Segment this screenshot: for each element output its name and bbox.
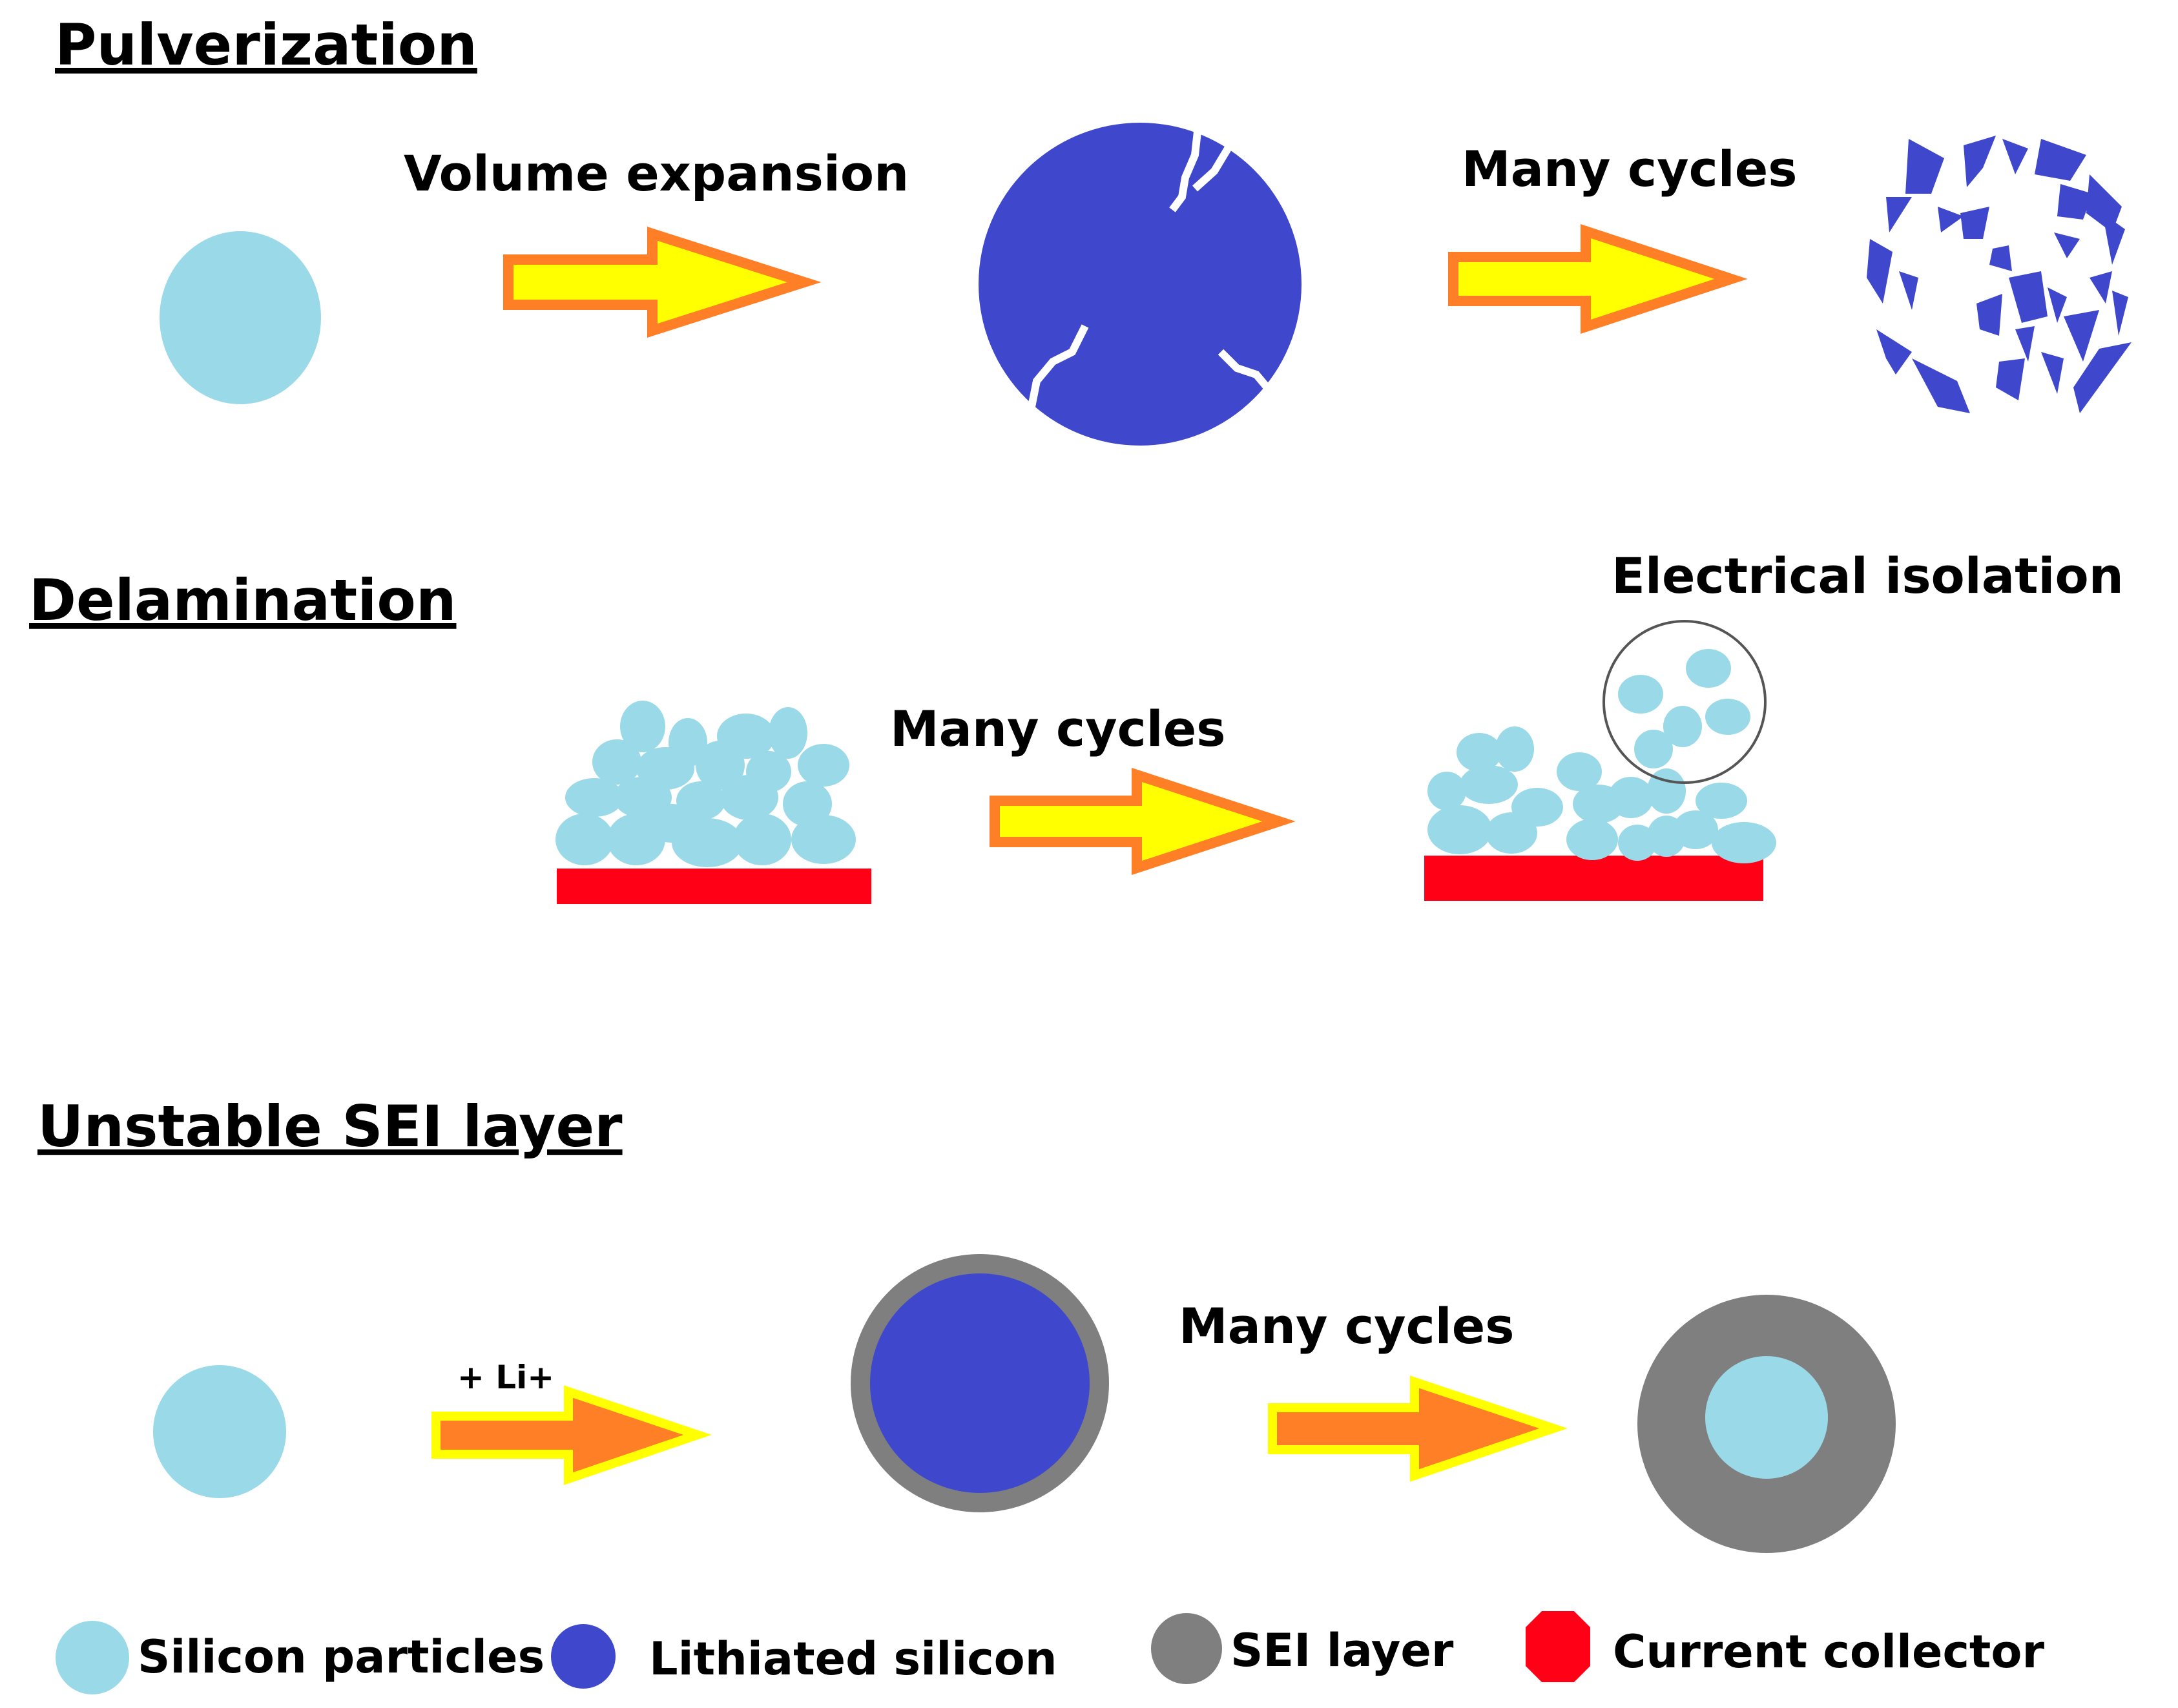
current-collector-icon (1526, 1611, 1590, 1682)
legend-label-collector: Current collector (1613, 1625, 2044, 1678)
many-cycles-arrow-2 (990, 767, 1296, 876)
pulverized-fragments (1867, 136, 2131, 413)
legend-label-sei: SEI layer (1230, 1624, 1454, 1677)
silicon-particle (160, 231, 321, 404)
volume-expansion-arrow (503, 227, 822, 338)
legend-item-silicon: Silicon particles (56, 1621, 544, 1694)
lithiated-particle-with-sei (851, 1254, 1109, 1512)
electrical-isolation-label: Electrical isolation (1612, 547, 2124, 604)
silicon-particle-icon (56, 1621, 129, 1694)
sei-title: Unstable SEI layer (37, 1093, 623, 1160)
legend-item-lithiated: Lithiated silicon (551, 1624, 1057, 1689)
cracked-lithiated-particle (979, 123, 1302, 446)
pulverization-title: Pulverization (55, 12, 477, 78)
many-cycles-label-1: Many cycles (1462, 140, 1798, 198)
particle-with-thick-sei (1637, 1295, 1896, 1553)
many-cycles-arrow-1 (1448, 223, 1748, 334)
silicon-particle-cluster-2 (1427, 726, 1776, 863)
silicon-particle-2 (153, 1365, 286, 1498)
many-cycles-label-2: Many cycles (890, 700, 1226, 757)
current-collector-1 (557, 869, 871, 904)
lithium-ion-label: + Li+ (457, 1359, 554, 1396)
legend-label-silicon: Silicon particles (138, 1631, 544, 1683)
legend: Silicon particles Lithiated silicon SEI … (56, 1611, 2044, 1694)
silicon-particle-cluster-1 (555, 701, 856, 867)
lithiated-silicon-icon (551, 1624, 616, 1689)
volume-expansion-label: Volume expansion (404, 145, 909, 202)
sei-layer-icon (1151, 1613, 1222, 1684)
isolated-particles (1602, 620, 1767, 784)
legend-item-sei: SEI layer (1151, 1613, 1454, 1684)
legend-item-collector: Current collector (1526, 1611, 2044, 1682)
many-cycles-label-3: Many cycles (1179, 1297, 1515, 1355)
many-cycles-arrow-3 (1268, 1375, 1568, 1482)
delamination-title: Delamination (29, 567, 457, 633)
legend-label-lithiated: Lithiated silicon (649, 1632, 1057, 1685)
current-collector-2 (1424, 856, 1763, 901)
lithiation-arrow (431, 1385, 712, 1485)
